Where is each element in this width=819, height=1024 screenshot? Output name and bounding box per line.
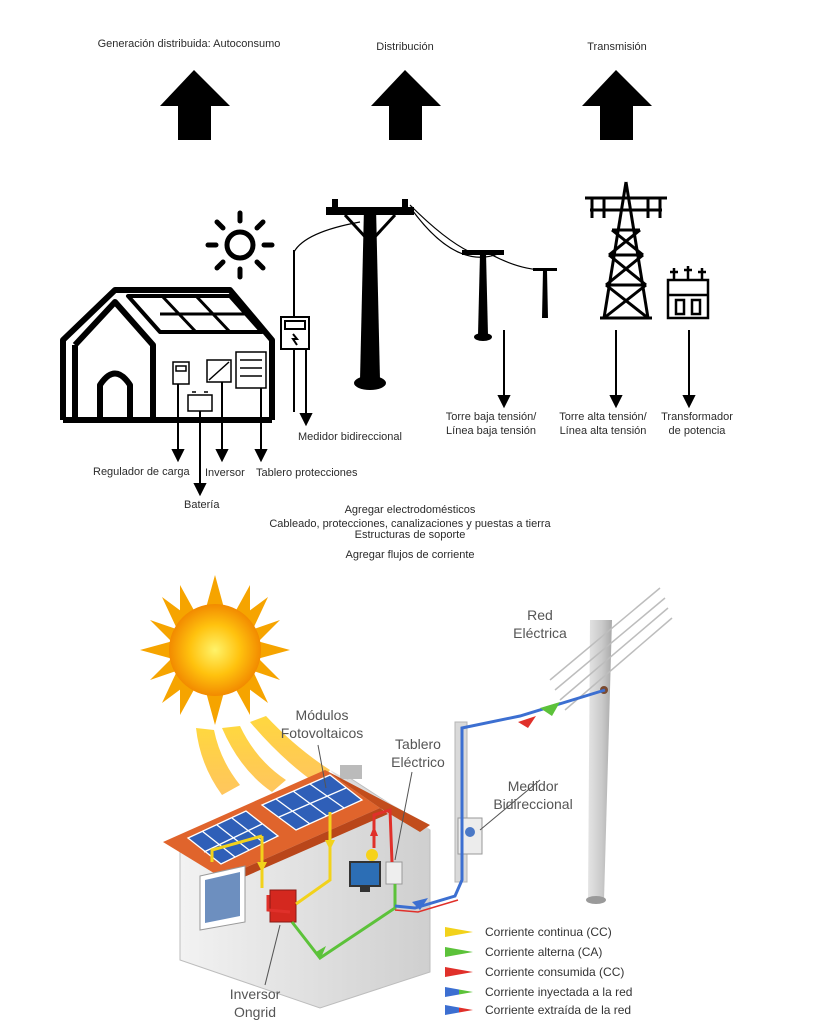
label-charge-regulator: Regulador de carga: [93, 466, 190, 478]
legend-item: Corriente consumida (CC): [445, 963, 624, 981]
legend-label: Corriente extraída de la red: [485, 1003, 632, 1017]
high-voltage-tower-icon: [585, 181, 667, 320]
label-line: Torre alta tensión/: [559, 411, 647, 423]
legend-label: Corriente alterna (CA): [485, 945, 603, 959]
label-high-voltage-tower: Torre alta tensión/ Línea alta tensión: [548, 410, 658, 438]
caption-line: Eléctrica: [513, 625, 567, 641]
label-bidirectional-meter: Medidor bidireccional: [298, 431, 402, 443]
sun-icon: [205, 210, 275, 280]
label-battery: Batería: [184, 499, 220, 511]
label-line: Línea alta tensión: [559, 425, 647, 437]
caption-line: Módulos: [295, 707, 349, 723]
note: Agregar flujos de corriente: [345, 549, 475, 561]
low-voltage-pole-icon: [462, 250, 504, 341]
house-icon: [60, 287, 275, 423]
up-arrow-icon: [160, 70, 230, 140]
caption-line: Ongrid: [233, 1004, 277, 1020]
legend-item: Corriente continua (CC): [445, 923, 612, 941]
legend-arrow-icon: [445, 987, 473, 997]
label-power-transformer: Transformador de potencia: [652, 410, 742, 438]
caption-line: Eléctrico: [391, 754, 445, 770]
legend-item: Corriente inyectada a la red: [445, 983, 632, 1001]
grid-pole-illustration: [549, 587, 673, 904]
caption-line: Red: [527, 607, 553, 623]
meter-icon: [280, 250, 310, 412]
caption-grid: Red Eléctrica: [500, 606, 580, 642]
label-line: de potencia: [668, 425, 726, 437]
note: Agregar electrodomésticos: [344, 504, 476, 516]
legend-label: Corriente inyectada a la red: [485, 985, 633, 999]
caption-meter: Medidor Bidireccional: [478, 777, 588, 813]
up-arrow-icon: [371, 70, 441, 140]
legend-arrow-icon: [445, 967, 473, 977]
sun-icon: [140, 575, 290, 725]
transformer-icon: [666, 266, 710, 320]
note: Cableado, protecciones, canalizaciones y…: [269, 518, 551, 530]
label-inverter: Inversor: [205, 467, 245, 479]
caption-inverter-ongrid: Inversor Ongrid: [210, 985, 300, 1021]
note: Estructuras de soporte: [354, 529, 466, 541]
caption-line: Tablero: [395, 736, 441, 752]
label-line: Línea baja tensión: [446, 425, 536, 437]
caption-line: Fotovoltaicos: [280, 725, 364, 741]
low-voltage-pole-small-icon: [533, 268, 557, 318]
caption-line: Medidor: [507, 778, 559, 794]
legend-arrow-icon: [445, 927, 473, 937]
up-arrow-icon: [582, 70, 652, 140]
utility-pole-icon: [326, 199, 414, 390]
charge-regulator-icon: [172, 361, 190, 385]
caption-line: Bidireccional: [493, 796, 573, 812]
sunlight-rays: [196, 716, 330, 795]
header-generation: Generación distribuida: Autoconsumo: [97, 38, 281, 50]
top-illustration: [60, 70, 710, 497]
label-protection-board: Tablero protecciones: [256, 467, 358, 479]
legend-label: Corriente continua (CC): [485, 925, 612, 939]
legend-label: Corriente consumida (CC): [485, 965, 625, 979]
caption-pv-modules: Módulos Fotovoltaicos: [262, 706, 382, 742]
legend-arrow-icon: [445, 1005, 473, 1015]
house-illustration: [163, 765, 431, 1009]
inverter-icon: [206, 359, 232, 383]
header-distribution: Distribución: [376, 41, 434, 53]
label-low-voltage-tower: Torre baja tensión/ Línea baja tensión: [436, 410, 546, 438]
legend-item: Corriente alterna (CA): [445, 943, 602, 961]
label-line: Transformador: [661, 411, 733, 423]
legend-item: Corriente extraída de la red: [445, 1001, 631, 1019]
caption-electrical-board: Tablero Eléctrico: [378, 735, 458, 771]
header-transmission: Transmisión: [587, 41, 647, 53]
caption-line: Inversor: [229, 986, 281, 1002]
label-line: Torre baja tensión/: [445, 411, 537, 423]
protection-board-icon: [235, 351, 267, 389]
legend-arrow-icon: [445, 947, 473, 957]
